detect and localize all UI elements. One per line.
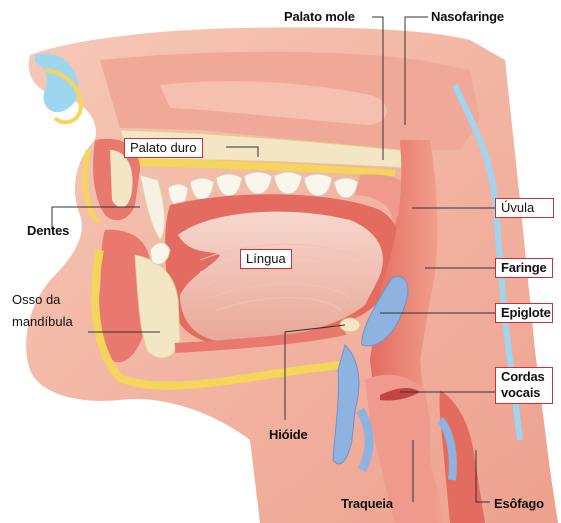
label-osso-da: Osso da — [12, 290, 60, 310]
label-mandibula: mandíbula — [12, 312, 73, 332]
label-traqueia: Traqueia — [341, 496, 393, 511]
label-palato-mole: Palato mole — [284, 9, 355, 24]
label-dentes: Dentes — [27, 223, 69, 238]
label-uvula: Úvula — [495, 198, 554, 218]
label-epiglote: Epiglote — [495, 303, 553, 323]
label-hioide: Hióide — [269, 427, 308, 442]
label-faringe: Faringe — [495, 258, 553, 278]
label-cordas: Cordas — [501, 369, 547, 385]
label-esofago: Esôfago — [494, 496, 544, 511]
label-lingua: Língua — [240, 249, 292, 269]
label-vocais: vocais — [501, 385, 547, 401]
label-palato-duro: Palato duro — [124, 138, 203, 158]
label-nasofaringe: Nasofaringe — [431, 9, 504, 24]
label-cordas-vocais: Cordas vocais — [495, 367, 553, 404]
